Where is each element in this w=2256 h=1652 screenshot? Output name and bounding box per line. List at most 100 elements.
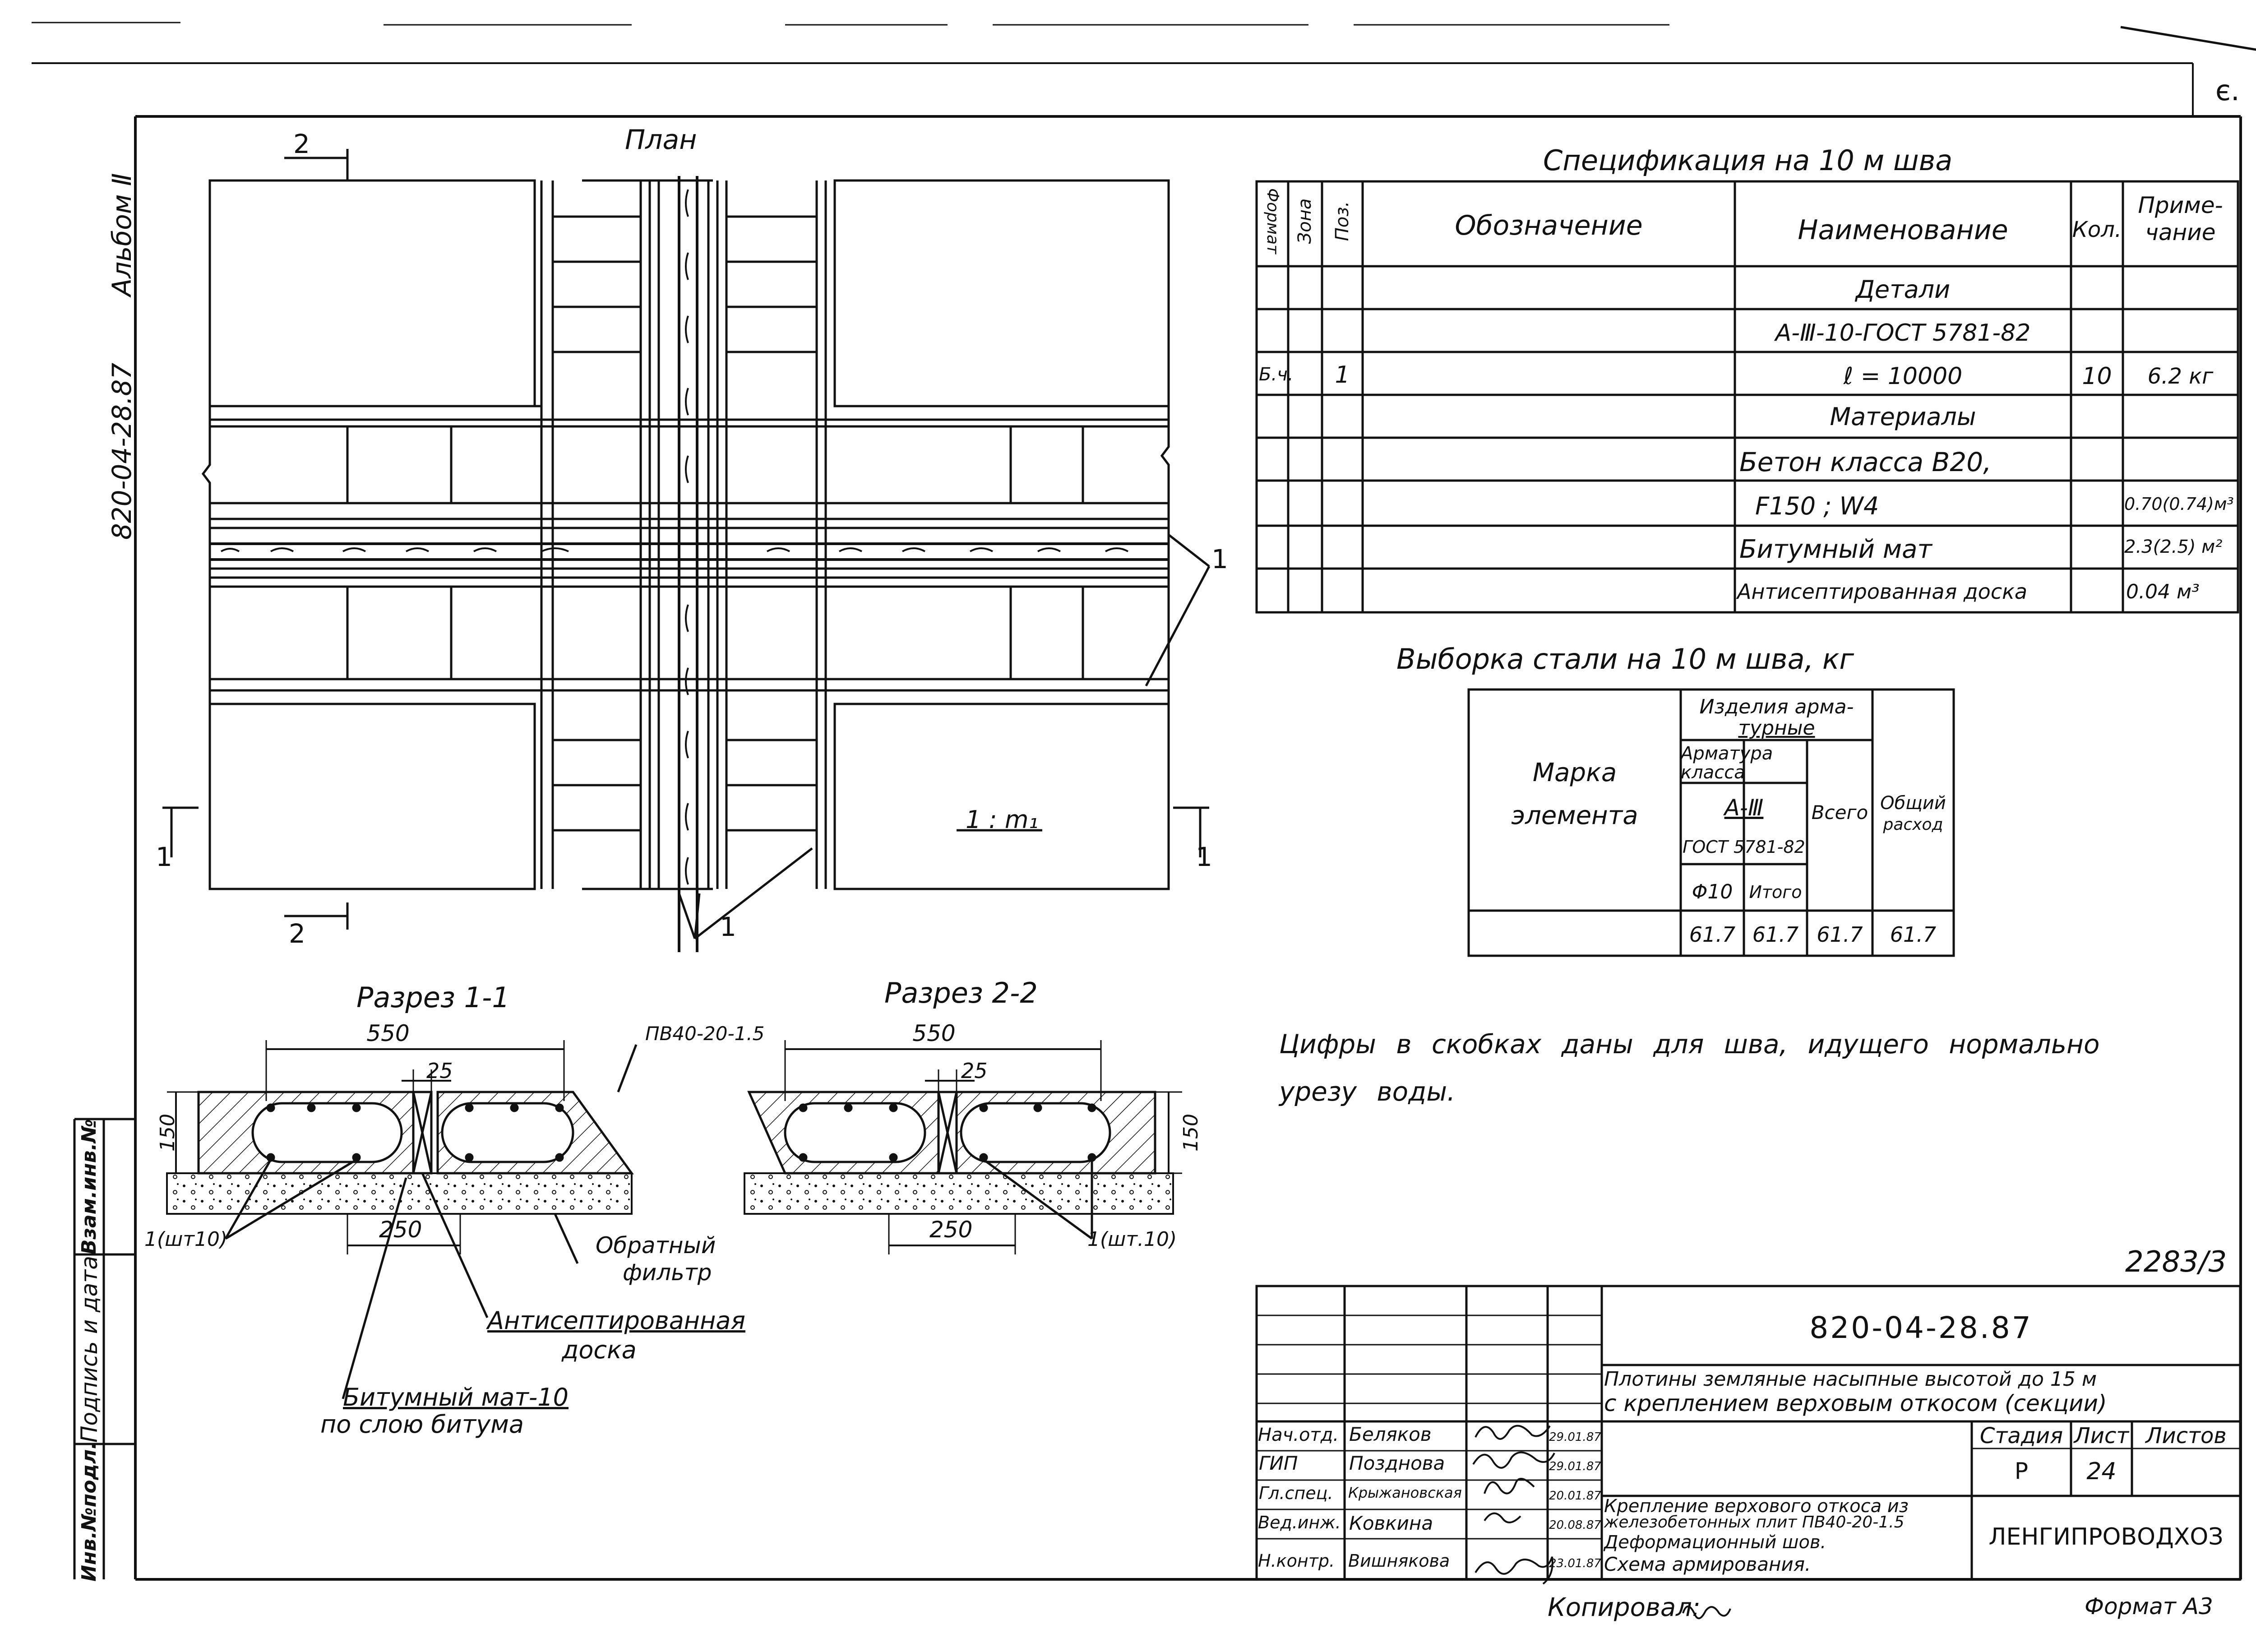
stamp-date-5: 23.01.87 (1549, 1557, 1601, 1570)
stamp-name-4: Ковкина (1349, 1512, 1433, 1534)
title-block-lines (1255, 1285, 2242, 1581)
mat-label-2: по слою битума (320, 1410, 524, 1439)
spec-header-designation: Обозначение (1455, 210, 1643, 241)
steel-table-lines (1467, 688, 1955, 957)
section-1-width: 550 (366, 1020, 410, 1046)
stamp-drawing-title-4: Схема армирования. (1604, 1553, 1811, 1575)
plan-callout-bottom: 1 (720, 912, 736, 942)
spec-row-3-note: 6.2 кг (2147, 364, 2214, 389)
spec-row-8-note: 0.04 м³ (2126, 580, 2200, 603)
section-2-width: 550 (912, 1020, 956, 1046)
spec-header-qty: Кол. (2072, 217, 2122, 242)
steel-overall-2: расход (1883, 815, 1943, 834)
steel-mark-header-1: Марка (1532, 758, 1617, 787)
steel-products-2: турные (1738, 717, 1815, 740)
steel-rebar-class-2: класса (1681, 762, 1745, 783)
mat-label-1: Битумный мат-10 (343, 1383, 569, 1411)
stamp-role-5: Н.контр. (1258, 1551, 1335, 1571)
stamp-drawing-title-3: Деформационный шов. (1604, 1532, 1826, 1553)
spec-row-7-name: Битумный мат (1739, 535, 1932, 564)
stamp-date-4: 20.08.87 (1549, 1518, 1601, 1532)
board-label-2: доска (562, 1336, 637, 1364)
stamp-stage: Р (2014, 1458, 2029, 1484)
filter-label-2: фильтр (623, 1259, 712, 1286)
spec-table-lines (1255, 180, 2239, 614)
spec-row-6-name: F150 ; W4 (1755, 492, 1879, 520)
stamp-org: ЛЕНГИПРОВОДХОЗ (1988, 1523, 2224, 1550)
section-2-bars: 1(шт.10) (1087, 1228, 1177, 1251)
stamp-name-3: Крыжановская (1348, 1484, 1462, 1501)
spec-header-pos: Поз. (1332, 201, 1353, 241)
stamp-date-2: 29.01.87 (1549, 1460, 1601, 1473)
stamp-role-4: Вед.инж. (1258, 1513, 1341, 1532)
steel-subtotal: Итого (1749, 882, 1802, 902)
side-stamp-inv: Инв.№подл. (78, 1442, 101, 1582)
spec-header-note-1: Приме- (2138, 192, 2223, 218)
spec-header-name: Наименование (1798, 214, 2008, 246)
section-2-gap: 25 (961, 1059, 988, 1083)
side-stamp-replace: Взам.инв.№ (78, 1119, 101, 1255)
footer-format: Формат А3 (2085, 1593, 2213, 1620)
stamp-date-1: 29.01.87 (1549, 1430, 1601, 1444)
steel-value-subtotal: 61.7 (1752, 922, 1799, 947)
note-line-1: Цифры в скобках даны для шва, идущего но… (1279, 1029, 2100, 1060)
sheet-frame (32, 62, 2242, 1581)
spec-row-3-format: Б.ч. (1259, 364, 1294, 385)
spec-row-3-pos: 1 (1335, 361, 1350, 389)
spec-header-zone: Зона (1294, 198, 1315, 244)
plan-slope-label: 1 : m₁ (966, 805, 1039, 834)
plan-section-mark-2-bottom: 2 (289, 918, 305, 949)
plan-section-mark-1-left: 1 (156, 842, 172, 872)
stamp-drawing-title-1: Крепление верхового откоса из (1604, 1496, 1909, 1517)
steel-value-overall: 61.7 (1890, 922, 1937, 947)
spec-row-7-note: 2.3(2.5) м² (2124, 537, 2223, 557)
sheet-number: 2283/3 (2125, 1245, 2227, 1279)
stamp-role-2: ГИП (1259, 1452, 1298, 1474)
steel-total-header: Всего (1811, 801, 1868, 824)
spec-header-note-2: чание (2145, 219, 2216, 245)
plan-callout-right: 1 (1211, 544, 1228, 574)
album-code: 820-04-28.87 (106, 362, 137, 540)
section-1-base: 250 (379, 1217, 422, 1243)
stamp-sheets-header: Листов (2145, 1423, 2227, 1448)
steel-value-dia: 61.7 (1689, 922, 1736, 947)
section-2-2-drawing (744, 1040, 1182, 1254)
stamp-name-5: Вишнякова (1348, 1551, 1450, 1571)
stamp-role-3: Гл.спец. (1259, 1483, 1333, 1503)
board-label-1: Антисептированная (487, 1306, 745, 1335)
stamp-project-1: Плотины земляные насыпные высотой до 15 … (1604, 1368, 2097, 1391)
section-1-gap: 25 (426, 1059, 453, 1083)
signatures (1472, 1425, 1731, 1620)
stamp-stage-header: Стадия (1979, 1423, 2063, 1448)
stamp-role-1: Нач.отд. (1258, 1425, 1339, 1445)
filter-label-1: Обратный (596, 1232, 716, 1259)
spec-row-1-name: Детали (1855, 275, 1951, 304)
spec-title: Спецификация на 10 м шва (1543, 144, 1953, 177)
steel-gost: ГОСТ 5781-82 (1683, 837, 1805, 857)
spec-row-6-note: 0.70(0.74)м³ (2124, 494, 2234, 514)
section-1-height: 150 (156, 1114, 179, 1152)
section-1-1-drawing (166, 1040, 638, 1399)
steel-dia: Φ10 (1692, 880, 1733, 903)
steel-products-1: Изделия арма- (1699, 695, 1854, 718)
plan-title: План (625, 124, 697, 156)
steel-mark-header-2: элемента (1511, 801, 1638, 830)
stamp-date-3: 20.01.87 (1549, 1489, 1601, 1503)
spec-row-3-name: ℓ = 10000 (1843, 363, 1963, 390)
spec-row-5-name: Бетон класса В20, (1739, 447, 1992, 477)
spec-header-format: Формат (1263, 188, 1282, 255)
plan-section-mark-2-top: 2 (293, 129, 310, 159)
steel-rebar-class-1: Арматура (1681, 743, 1773, 764)
stamp-code: 820-04-28.87 (1809, 1310, 2033, 1345)
spec-row-4-name: Материалы (1830, 403, 1976, 431)
stamp-name-1: Беляков (1349, 1423, 1432, 1445)
section-2-title: Разрез 2-2 (884, 976, 1038, 1009)
section-2-base: 250 (929, 1217, 973, 1243)
stamp-drawing-title-2: железобетонных плит ПВ40-20-1.5 (1604, 1513, 1905, 1532)
stamp-project-2: с креплением верховым откосом (секции) (1604, 1390, 2107, 1416)
section-2-height: 150 (1179, 1114, 1202, 1152)
side-stamp-frame (73, 1118, 135, 1579)
steel-overall-1: Общий (1880, 793, 1946, 814)
plan-section-mark-1-right: 1 (1196, 842, 1212, 872)
